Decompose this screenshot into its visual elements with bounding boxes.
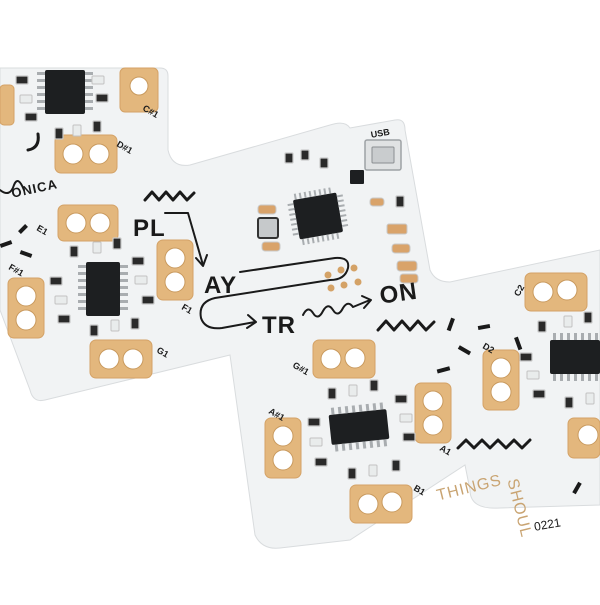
ic-chip-left-middle [86, 262, 120, 316]
silk-word-pl: PL [133, 215, 166, 242]
ic-chip-right [550, 340, 600, 374]
smd-components-left-middle [49, 237, 155, 337]
silk-arrowhead-tron [246, 314, 257, 329]
silk-arrow-play [164, 212, 204, 266]
silk-word-tr: TR [262, 312, 296, 339]
silk-zigzag-3 [456, 438, 532, 450]
silk-dashes-right [436, 317, 582, 495]
silk-zigzag-1 [143, 190, 196, 202]
ic-chip-bottom-center [328, 409, 390, 445]
smd-components-bottom-center [307, 379, 416, 480]
ic-microcontroller [293, 192, 343, 240]
test-pads [324, 264, 362, 292]
ic-chip-top-left [45, 70, 85, 114]
silk-word-ay: AY [204, 272, 238, 299]
smd-components-right-of-mcu [284, 149, 419, 284]
silk-loop-line [199, 256, 350, 330]
smd-components-right [519, 311, 595, 409]
capacitor [261, 241, 281, 252]
silk-arrowhead-on [361, 295, 372, 309]
usb-port-opening [371, 146, 395, 164]
smd-components-top-left [15, 75, 109, 140]
silk-word-on: ON [378, 277, 420, 310]
silk-wave [302, 299, 371, 318]
silk-arc-top-left [26, 132, 40, 152]
silk-squiggle-logo [0, 180, 25, 195]
pad-left-edge [0, 84, 15, 126]
capacitor [257, 204, 277, 215]
silk-arrowhead-play [195, 254, 208, 267]
crystal-oscillator [257, 217, 279, 239]
silk-zigzag-2 [376, 319, 436, 332]
silk-dashes-left [0, 224, 33, 258]
